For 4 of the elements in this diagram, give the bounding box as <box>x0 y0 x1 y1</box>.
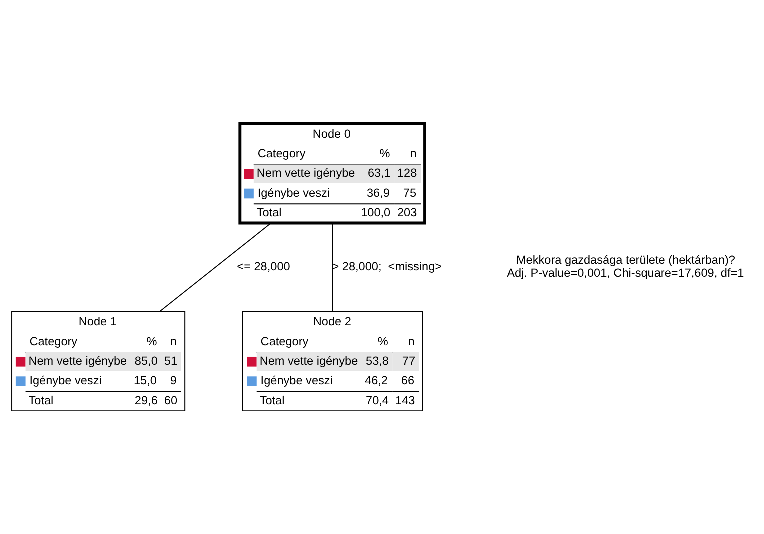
label: Mekkora gazdasága területe (hektárban)? <box>516 252 736 267</box>
label: Adj. P-value=0,001, Chi-square=17,609, df=1 <box>507 265 744 280</box>
edge-label: > 28,000; <missing> <box>332 259 442 274</box>
edge-label: <= 28,000 <box>237 259 290 274</box>
